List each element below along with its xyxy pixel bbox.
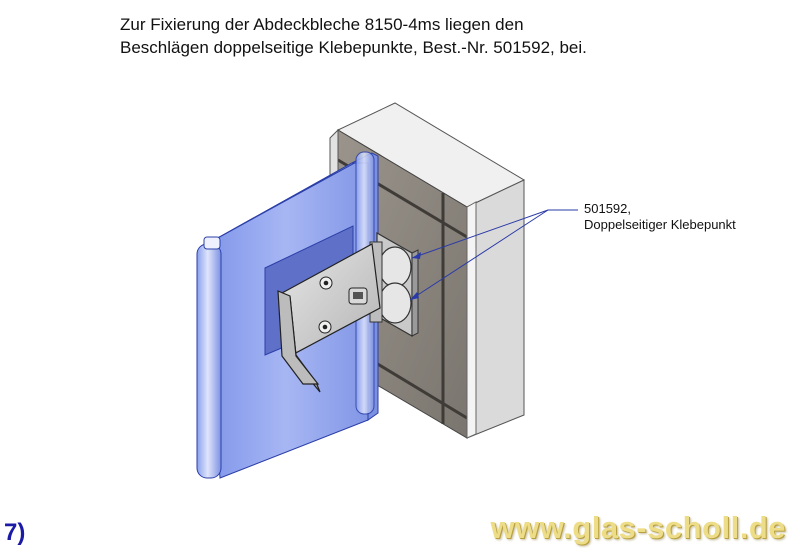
- callout-label: 501592, Doppelseitiger Klebepunkt: [584, 201, 736, 233]
- leader-line-lower: [409, 209, 549, 301]
- instruction-line-2: Beschlägen doppelseitige Klebepunkte, Be…: [120, 38, 587, 57]
- callout-leaders: [409, 209, 578, 301]
- hinge-fitting: [264, 225, 419, 393]
- instruction-line-1: Zur Fixierung der Abdeckbleche 8150-4ms …: [120, 15, 524, 34]
- adhesive-dot-lower: [378, 282, 412, 324]
- callout-part-number: 501592,: [584, 201, 631, 216]
- callout-part-name: Doppelseitiger Klebepunkt: [584, 217, 736, 232]
- hinge-screw-upper-hole: [323, 280, 329, 286]
- hinge-cover-front: [277, 290, 320, 385]
- leader-arrow-upper: [412, 252, 421, 259]
- hinge-wall-plate-edge: [411, 249, 419, 337]
- leader-line-upper: [411, 209, 549, 259]
- adhesive-dot-upper: [378, 246, 412, 288]
- hinge-slot-inner: [353, 292, 363, 299]
- instruction-text: Zur Fixierung der Abdeckbleche 8150-4ms …: [120, 13, 587, 59]
- hinge-screw-lower-hole: [322, 324, 328, 330]
- brand-watermark: www.glas-scholl.de: [490, 510, 786, 545]
- leader-arrow-lower: [410, 292, 419, 300]
- glass-edge-seal: [196, 243, 222, 479]
- step-number: 7): [4, 519, 26, 546]
- glass-edge-seal-cap: [203, 236, 221, 250]
